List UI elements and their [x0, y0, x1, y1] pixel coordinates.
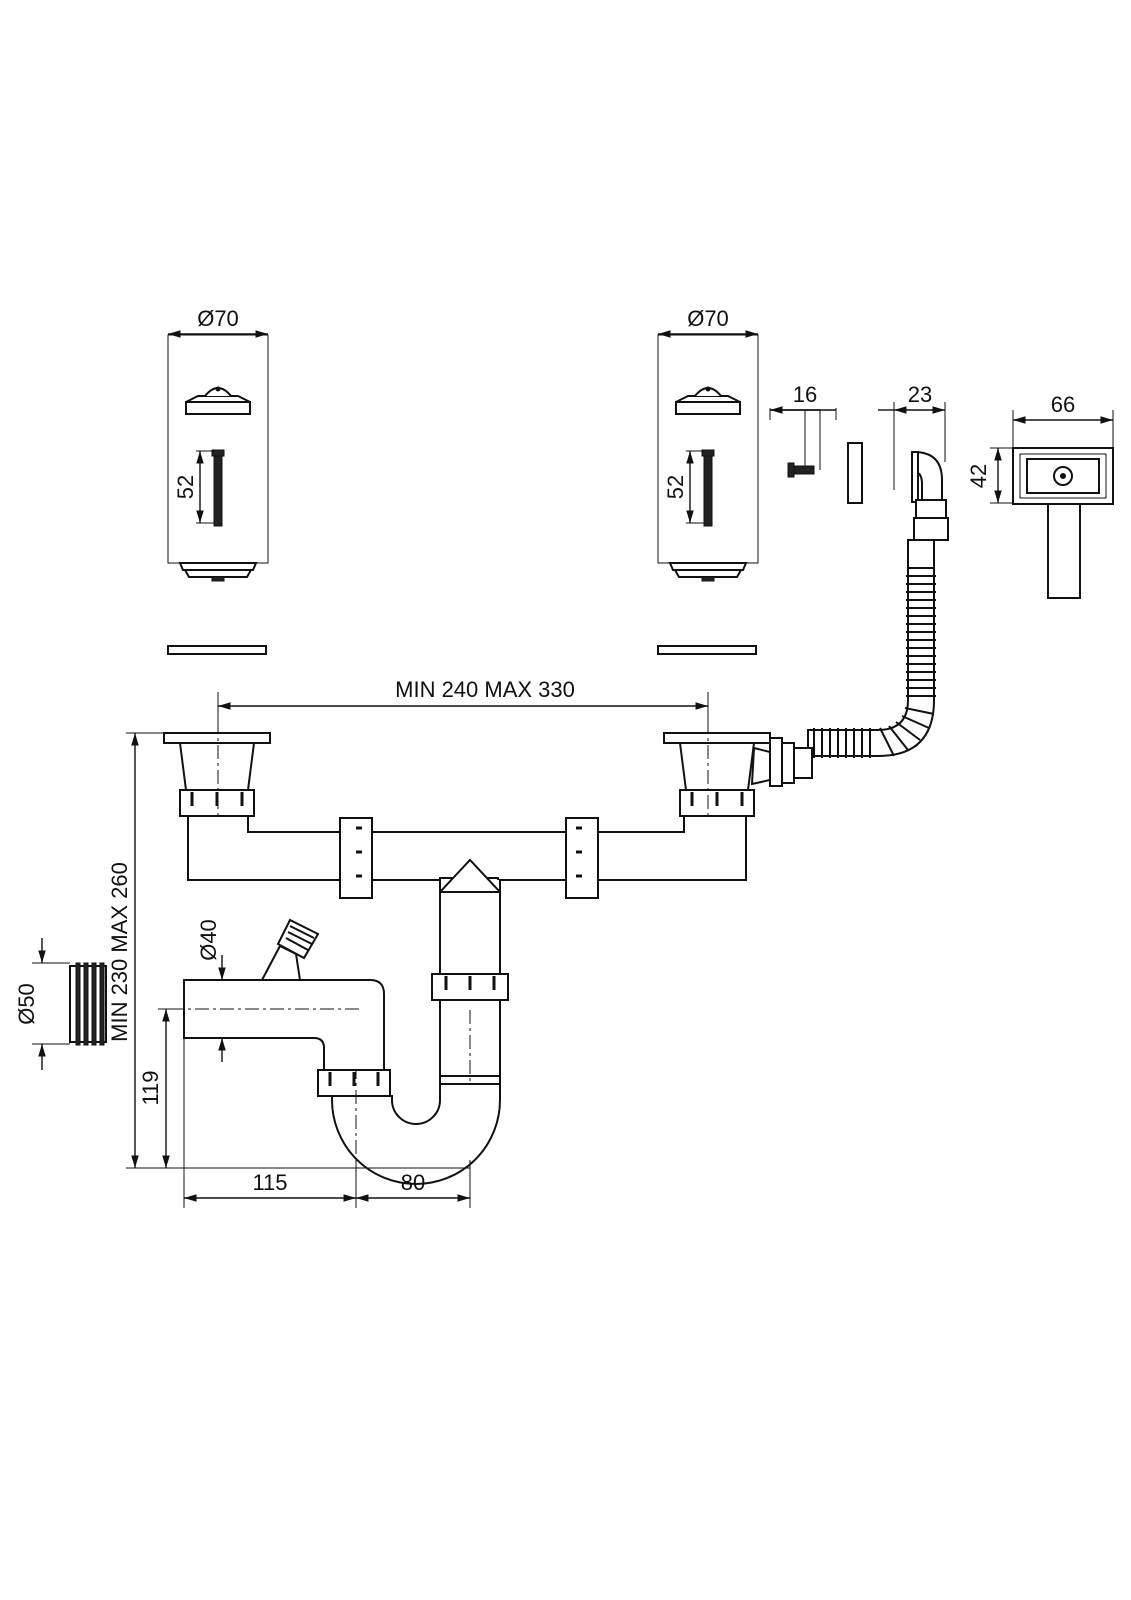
main-assembly: Ø40 [163, 720, 771, 1200]
right-bolt [703, 453, 713, 527]
flex-hose [769, 539, 936, 787]
bottom-dimensions: 115 80 [183, 1038, 471, 1208]
w80-label: 80 [401, 1170, 425, 1195]
right-strainer-detail: Ø70 52 [657, 306, 759, 655]
right-outlet-flange [663, 732, 771, 744]
corrugated-hose [807, 567, 935, 757]
left-strainer-detail: Ø70 52 [167, 306, 269, 655]
left-dia70-label: Ø70 [197, 306, 239, 331]
manifold-coupling-right [565, 817, 599, 899]
right-plug-cap [675, 395, 741, 403]
span-label: MIN 240 MAX 330 [395, 677, 575, 702]
wall-sleeve [69, 962, 107, 1046]
dishwasher-nozzle [276, 918, 320, 960]
left-gasket [167, 645, 267, 655]
left-strainer-box [167, 334, 269, 564]
grate42-label: 42 [966, 464, 991, 488]
overflow-connector [750, 746, 771, 786]
manifold-coupling-left [339, 817, 373, 899]
left-bolt [213, 453, 223, 527]
right-len52-label: 52 [663, 475, 688, 499]
height-label: MIN 230 MAX 260 [107, 862, 132, 1042]
wall-sleeve-detail: Ø50 [14, 938, 107, 1070]
elbow23-label: 23 [908, 382, 932, 407]
dim-119: 119 [138, 1008, 184, 1168]
vertical-pipe [439, 891, 501, 975]
dia40-label: Ø40 [196, 919, 221, 961]
tee-junction [439, 858, 501, 895]
screw-detail: 16 [769, 382, 863, 504]
left-outlet-body [178, 742, 256, 791]
dia50-label: Ø50 [14, 983, 39, 1025]
height-dimension: MIN 230 MAX 260 [107, 732, 470, 1169]
grate66-label: 66 [1051, 392, 1075, 417]
rubber-seal [847, 442, 863, 504]
u-bend [331, 1083, 501, 1185]
left-len52-label: 52 [173, 475, 198, 499]
overflow-grate-detail: 66 42 [966, 392, 1114, 599]
right-dia70-label: Ø70 [687, 306, 729, 331]
span-dimension: MIN 240 MAX 330 [217, 677, 709, 720]
right-strainer-box [657, 334, 759, 564]
h119-label: 119 [138, 1070, 163, 1105]
overflow-tube [1047, 503, 1081, 599]
screw16-label: 16 [793, 382, 817, 407]
right-outlet-body [678, 742, 756, 791]
left-plug-cap [185, 395, 251, 403]
right-gasket [657, 645, 757, 655]
outlet-elbow [183, 979, 385, 1071]
overflow-elbow-detail: 23 [878, 382, 949, 541]
left-outlet-flange [163, 732, 271, 744]
w115-label: 115 [252, 1170, 287, 1195]
